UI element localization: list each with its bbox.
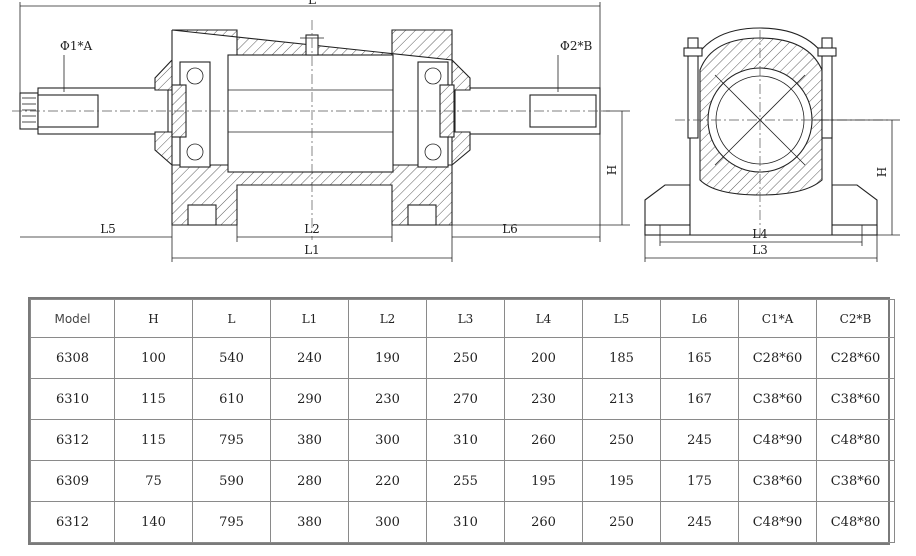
table-cell: Ⅽ38*60 [816, 460, 895, 503]
dim-label-L1: L1 [304, 243, 320, 257]
table-cell: 6309 [30, 460, 115, 503]
header-cell: L1 [270, 298, 349, 339]
table-cell: 610 [192, 378, 271, 421]
table-cell: 245 [660, 419, 739, 462]
table-cell: 310 [426, 501, 505, 543]
table-cell: 167 [660, 378, 739, 421]
table-cell: 213 [582, 378, 661, 421]
table-cell: 220 [348, 460, 427, 503]
table-cell: 260 [504, 419, 583, 462]
dim-label-L5: L5 [100, 222, 116, 236]
dimension-table: Model H L L1 L2 L3 L4 L5 L6 Ⅽ1*A Ⅽ2*B 63… [28, 297, 895, 545]
table-cell: 795 [192, 501, 271, 543]
header-cell: L [192, 298, 271, 339]
table-cell: Ⅽ48*80 [816, 501, 895, 543]
table-row: 6312 115 795 380 300 310 260 250 245 Ⅽ48… [30, 419, 895, 462]
header-cell: L6 [660, 298, 739, 339]
header-cell: Model [30, 298, 115, 339]
dim-label-L: L [308, 0, 316, 7]
table-cell: Ⅽ28*60 [816, 337, 895, 380]
table-cell: 6310 [30, 378, 115, 421]
header-cell: Ⅽ2*B [816, 298, 895, 339]
table-cell: 185 [582, 337, 661, 380]
table-cell: 6312 [30, 419, 115, 462]
table-cell: 280 [270, 460, 349, 503]
dim-label-L2: L2 [304, 222, 320, 236]
table-cell: 6308 [30, 337, 115, 380]
dim-label-phi2: Φ2*B [560, 39, 592, 53]
table-cell: 260 [504, 501, 583, 543]
table-cell: 300 [348, 501, 427, 543]
table-cell: 6312 [30, 501, 115, 543]
dim-label-L3: L3 [752, 243, 768, 257]
table-cell: 795 [192, 419, 271, 462]
table-cell: 540 [192, 337, 271, 380]
table-cell: Ⅽ48*90 [738, 501, 817, 543]
table-cell: 250 [582, 501, 661, 543]
dim-label-H-front: H [605, 165, 619, 175]
table-cell: 195 [504, 460, 583, 503]
table-cell: 195 [582, 460, 661, 503]
table-cell: Ⅽ48*90 [738, 419, 817, 462]
dim-label-L6: L6 [502, 222, 518, 236]
side-view: H L4 L3 [644, 27, 900, 262]
header-cell: L4 [504, 298, 583, 339]
table-cell: 250 [582, 419, 661, 462]
table-row: 6312 140 795 380 300 310 260 250 245 Ⅽ48… [30, 501, 895, 543]
table-cell: 290 [270, 378, 349, 421]
table-cell: 310 [426, 419, 505, 462]
table-cell: 380 [270, 419, 349, 462]
table-cell: 255 [426, 460, 505, 503]
dim-label-H-side: H [875, 167, 889, 177]
table-cell: 250 [426, 337, 505, 380]
header-cell: Ⅽ1*A [738, 298, 817, 339]
front-view: L [12, 0, 630, 262]
table-cell: Ⅽ48*80 [816, 419, 895, 462]
header-cell: L3 [426, 298, 505, 339]
table-cell: 590 [192, 460, 271, 503]
table-cell: 230 [348, 378, 427, 421]
table-cell: Ⅽ38*60 [816, 378, 895, 421]
header-cell: L2 [348, 298, 427, 339]
table-cell: 115 [114, 378, 193, 421]
table-cell: Ⅽ38*60 [738, 378, 817, 421]
table-cell: 240 [270, 337, 349, 380]
table-cell: 165 [660, 337, 739, 380]
table-cell: 190 [348, 337, 427, 380]
table-cell: 270 [426, 378, 505, 421]
table-cell: Ⅽ38*60 [738, 460, 817, 503]
table-cell: 75 [114, 460, 193, 503]
table-cell: 200 [504, 337, 583, 380]
table-cell: 380 [270, 501, 349, 543]
table-row: 6309 75 590 280 220 255 195 195 175 Ⅽ38*… [30, 460, 895, 503]
dim-label-L4: L4 [752, 227, 768, 241]
table-cell: 245 [660, 501, 739, 543]
table-cell: 300 [348, 419, 427, 462]
dim-label-phi1: Φ1*A [60, 39, 92, 53]
table-cell: 140 [114, 501, 193, 543]
table-cell: 230 [504, 378, 583, 421]
table-cell: Ⅽ28*60 [738, 337, 817, 380]
table-cell: 175 [660, 460, 739, 503]
table-row: 6310 115 610 290 230 270 230 213 167 Ⅽ38… [30, 378, 895, 421]
header-cell: H [114, 298, 193, 339]
table-cell: 115 [114, 419, 193, 462]
table-row: 6308 100 540 240 190 250 200 185 165 Ⅽ28… [30, 337, 895, 380]
technical-drawing: L [12, 0, 900, 262]
table-cell: 100 [114, 337, 193, 380]
header-cell: L5 [582, 298, 661, 339]
table-header-row: Model H L L1 L2 L3 L4 L5 L6 Ⅽ1*A Ⅽ2*B [30, 298, 895, 339]
